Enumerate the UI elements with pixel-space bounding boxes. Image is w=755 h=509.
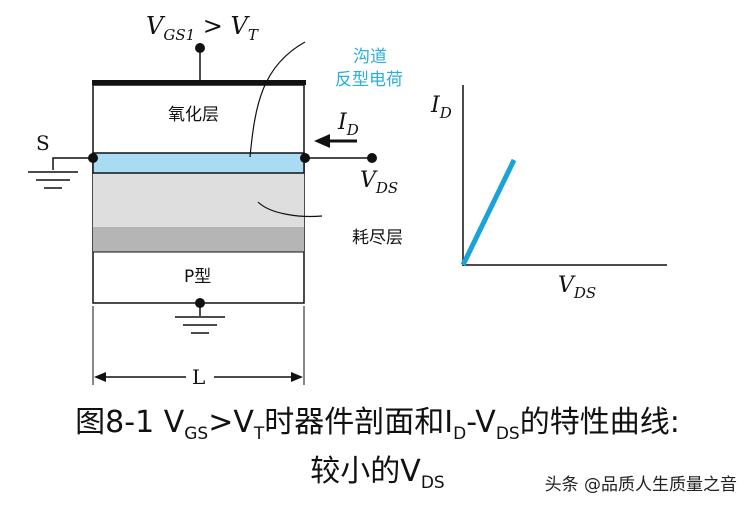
length-arrowhead-left: [94, 372, 106, 382]
depletion-label: 耗尽层: [352, 228, 403, 248]
depletion-layer-lower: [93, 227, 304, 252]
length-arrowhead-right: [291, 372, 303, 382]
drain-voltage-label: VDS: [360, 168, 398, 197]
caption-text: 时器件剖面和I: [264, 405, 454, 440]
gate-metal: [92, 80, 306, 85]
oxide-label: 氧化层: [168, 105, 219, 125]
caption-sub: GS: [184, 424, 209, 444]
caption-sub: D: [453, 424, 467, 444]
caption-sub: DS: [420, 473, 445, 493]
channel-annotation-line1: 沟道: [353, 47, 387, 67]
id-vds-curve: [460, 158, 517, 267]
source-label: S: [36, 131, 50, 155]
graph-ylabel: ID: [430, 93, 452, 122]
mosfet-diagram: VGS1 > VT 氧化层 P型 沟道 反型电荷 耗尽层 S ID VDS: [28, 12, 667, 389]
source-wire: [52, 157, 93, 170]
caption-text: 图8-1 V: [75, 405, 185, 440]
figure-caption-line1: 图8-1 VGS>VT时器件剖面和ID-VDS的特性曲线:: [0, 397, 755, 444]
drain-end-dot: [367, 153, 377, 163]
caption-text: -V: [466, 405, 496, 440]
substrate-label: P型: [184, 267, 211, 287]
current-arrow-head: [314, 134, 330, 148]
watermark: 头条 @品质人生质量之音: [544, 475, 737, 495]
channel-leader-line: [249, 41, 306, 158]
depletion-leader-line: [257, 201, 323, 218]
inversion-channel: [92, 152, 305, 174]
channel-annotation-line2: 反型电荷: [335, 70, 403, 90]
graph-xlabel: VDS: [558, 273, 596, 302]
caption-text: 的特性曲线:: [519, 405, 680, 440]
caption-text: >V: [208, 405, 254, 440]
caption-text: 较小的V: [310, 454, 421, 489]
caption-sub: T: [253, 424, 265, 444]
figure-caption-line2: 较小的VDS: [0, 446, 755, 493]
depletion-layer: [93, 173, 304, 227]
gate-terminal-dot: [195, 43, 205, 53]
current-label: ID: [337, 110, 359, 139]
caption-sub: DS: [495, 424, 520, 444]
length-label: L: [192, 365, 205, 389]
gate-voltage-label: VGS1 > VT: [146, 12, 259, 44]
